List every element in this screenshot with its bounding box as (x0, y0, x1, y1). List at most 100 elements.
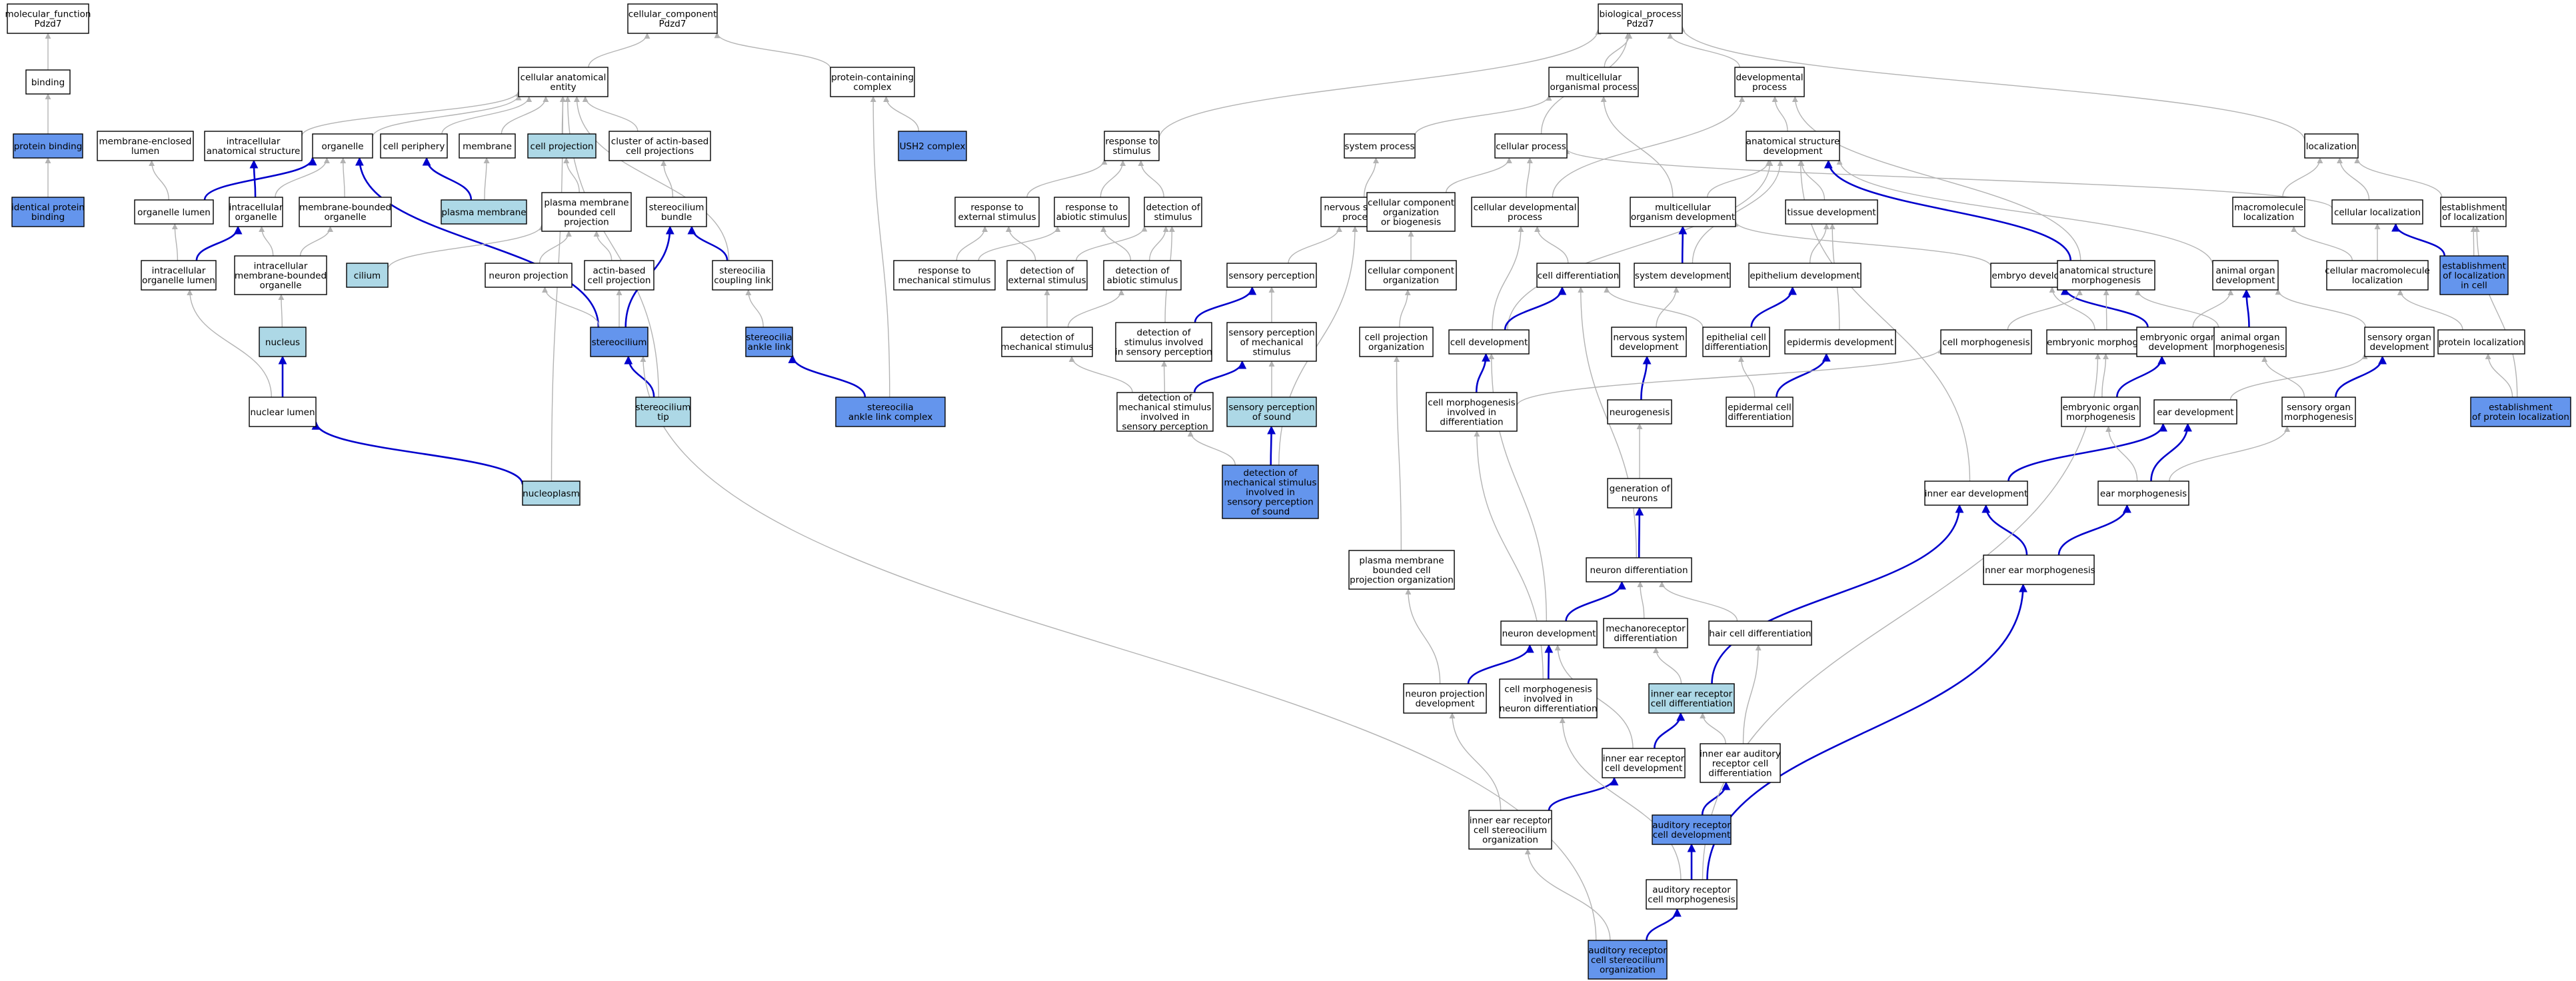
go-term-node-sysdev[interactable]: system development (1634, 263, 1731, 288)
go-term-node-cellperiph[interactable]: cell periphery (380, 133, 448, 159)
go-term-node-neurondev[interactable]: neuron development (1500, 620, 1598, 646)
go-term-node-haircelldiff[interactable]: hair cell differentiation (1708, 620, 1812, 646)
go-term-node-innerearmorph[interactable]: inner ear morphogenesis (1982, 554, 2095, 585)
go-term-node-nucleoplasm[interactable]: nucleoplasm (522, 481, 581, 506)
go-term-node-protbind[interactable]: protein binding (13, 133, 83, 159)
go-term-node-earmorph[interactable]: ear morphogenesis (2097, 481, 2189, 506)
go-term-node-stereocilium[interactable]: stereocilium (590, 327, 648, 357)
go-term-node-sysproc[interactable]: system process (1344, 133, 1416, 159)
go-term-node-nucleus[interactable]: nucleus (259, 327, 307, 357)
go-term-node-ush2[interactable]: USH2 complex (898, 131, 967, 161)
go-term-node-eardev[interactable]: ear development (2153, 399, 2237, 425)
go-term-node-localization[interactable]: localization (2304, 133, 2359, 159)
go-term-node-neurogenesis[interactable]: neurogenesis (1607, 399, 1672, 425)
go-term-node-innereardev[interactable]: inner ear development (1924, 481, 2028, 506)
go-term-node-organelle[interactable]: organelle (312, 133, 373, 159)
go-term-node-neuronproj[interactable]: neuron projection (485, 263, 573, 288)
go-term-node-plasmamem[interactable]: plasma membrane (441, 199, 527, 225)
go-term-node-celldev[interactable]: cell development (1448, 329, 1530, 355)
go-term-node-sensperc[interactable]: sensory perception (1226, 263, 1317, 288)
go-term-node-membrane[interactable]: membrane (459, 133, 516, 159)
go-term-node-cellmorph[interactable]: cell morphogenesis (1940, 329, 2032, 355)
go-term-node-epidermdev[interactable]: epidermis development (1784, 329, 1896, 355)
go-term-node-binding[interactable]: binding (25, 69, 71, 95)
go-term-node-neurondiff[interactable]: neuron differentiation (1586, 557, 1692, 582)
go-term-node-cellproc[interactable]: cellular process (1494, 133, 1568, 159)
go-term-node-nuclumen[interactable]: nuclear lumen (249, 397, 317, 427)
go-term-node-orglumen[interactable]: organelle lumen (134, 199, 214, 225)
go-term-node-celldiff[interactable]: cell differentiation (1536, 263, 1620, 288)
go-term-node-cellloc[interactable]: cellular localization (2331, 199, 2423, 225)
go-term-node-cellproj[interactable]: cell projection (527, 133, 597, 159)
go-term-node-protloc[interactable]: protein localization (2437, 329, 2525, 355)
go-term-node-tissuedev[interactable]: tissue development (1785, 199, 1878, 225)
go-term-node-epidev[interactable]: epithelium development (1748, 263, 1862, 288)
